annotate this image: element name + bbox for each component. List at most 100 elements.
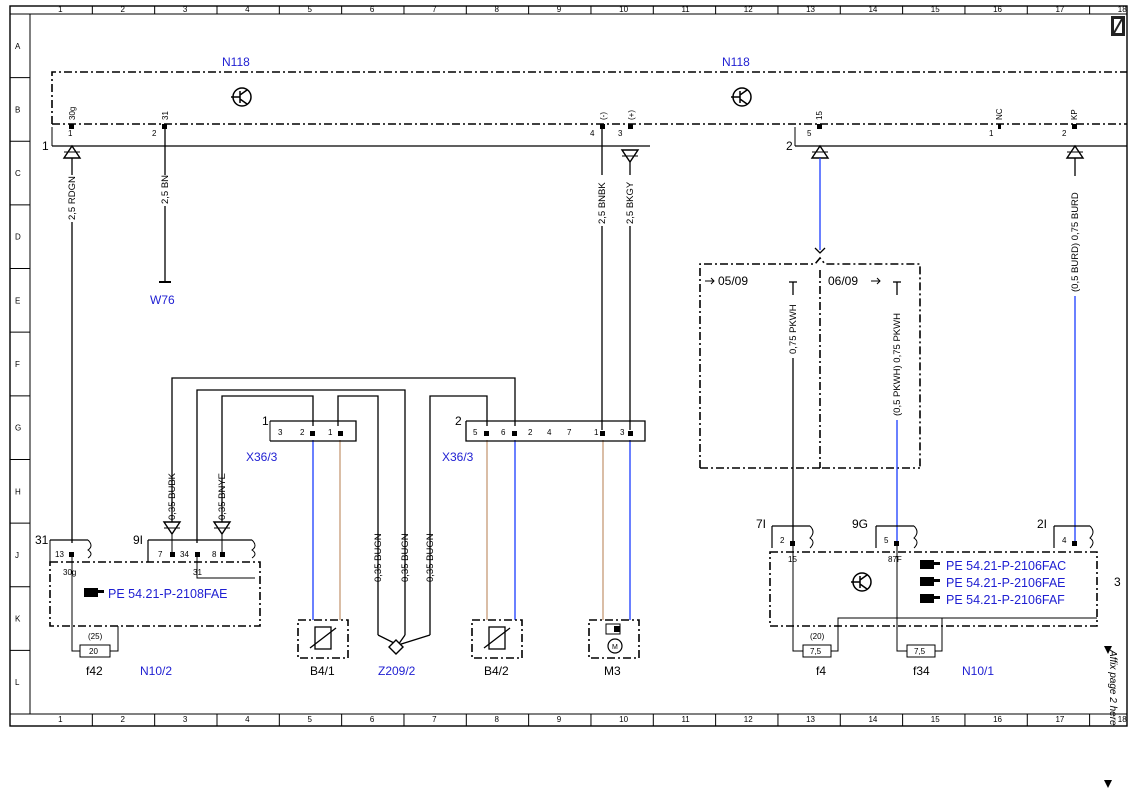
m3-label: M3 — [604, 664, 621, 678]
wire-label-pkwh-a: 0,75 PKWH — [788, 304, 799, 354]
pe-2108fae-text[interactable]: PE 54.21-P-2108FAE — [108, 587, 228, 601]
grid-column-label: 2 — [120, 5, 125, 14]
b4-1-sensor — [297, 619, 349, 659]
grid-column-label: 4 — [245, 5, 250, 14]
wires — [71, 129, 1076, 646]
grid-row-label: A — [15, 42, 21, 51]
wire-label-bugn3: 0,35 BUGN — [425, 533, 436, 582]
grid-column-label: 2 — [120, 715, 125, 724]
grid-column-label: 9 — [557, 715, 562, 724]
grid-column-label: 14 — [868, 715, 877, 724]
svg-text:7,5: 7,5 — [810, 647, 822, 656]
n10-1-label: N10/1 — [962, 664, 994, 678]
grid-column-label: 11 — [681, 5, 690, 14]
pe-2106-links[interactable]: PE 54.21-P-2106FAC PE 54.21-P-2106FAE PE… — [920, 559, 1066, 607]
svg-text:5: 5 — [807, 129, 812, 138]
svg-text:1: 1 — [42, 139, 49, 153]
grid-column-label: 7 — [432, 715, 437, 724]
grid-row-label: F — [15, 360, 20, 369]
svg-text:05/09: 05/09 — [718, 274, 748, 288]
f42-label: f42 — [86, 664, 103, 678]
svg-text:3: 3 — [618, 129, 623, 138]
grid-column-label: 4 — [245, 715, 250, 724]
affix-page-note: Affix page 2 here — [1107, 649, 1118, 726]
grid-row-label: H — [15, 487, 21, 496]
n118-module-outline — [51, 71, 1127, 124]
svg-text:2: 2 — [528, 428, 533, 437]
svg-text:06/09: 06/09 — [828, 274, 858, 288]
grid-column-label: 14 — [868, 5, 877, 14]
svg-text:(25): (25) — [88, 632, 103, 641]
b4-2-label: B4/2 — [484, 664, 509, 678]
svg-text:7: 7 — [567, 428, 572, 437]
pointing-hand-icon — [920, 560, 940, 603]
svg-text:NC: NC — [995, 108, 1004, 120]
fuse-f34: 7,5 — [906, 644, 936, 658]
grid-row-label: J — [15, 551, 19, 560]
svg-text:13: 13 — [55, 550, 64, 559]
n118-right-label: N118 — [722, 55, 750, 69]
page-corner-icon — [1111, 16, 1125, 36]
grid-column-label: 13 — [806, 5, 815, 14]
svg-text:KP: KP — [1070, 109, 1079, 120]
svg-text:6: 6 — [501, 428, 506, 437]
wire-label-burd: (0,5 BURD) 0,75 BURD — [1070, 192, 1081, 292]
svg-text:2: 2 — [455, 414, 462, 428]
f4-label: f4 — [816, 664, 826, 678]
z209-2-label: Z209/2 — [378, 664, 416, 678]
svg-text:30g: 30g — [63, 568, 76, 577]
grid-column-label: 6 — [370, 5, 375, 14]
svg-text:20: 20 — [89, 647, 98, 656]
svg-text:31: 31 — [161, 111, 170, 120]
svg-text:2: 2 — [1062, 129, 1067, 138]
svg-text:2: 2 — [152, 129, 157, 138]
pe-2106fae-text[interactable]: PE 54.21-P-2106FAE — [946, 576, 1066, 590]
svg-text:5: 5 — [473, 428, 478, 437]
wire-label-bubk: 0,35 BUBK — [167, 472, 178, 520]
grid-row-label: B — [15, 105, 20, 114]
x36-3-right-label: X36/3 — [442, 450, 474, 464]
grid-column-label: 8 — [494, 715, 499, 724]
svg-text:(20): (20) — [810, 632, 825, 641]
svg-text:31: 31 — [193, 568, 202, 577]
grid-column-label: 3 — [183, 5, 188, 14]
grid-row-label: L — [15, 678, 20, 687]
svg-text:(-): (-) — [599, 112, 608, 120]
n10-1-module: 7I 2 15 9G 5 87F 2I 4 — [756, 517, 1098, 652]
svg-text:7I: 7I — [756, 517, 766, 531]
wire-label-bkgy: 2,5 BKGY — [625, 181, 636, 224]
svg-text:3: 3 — [620, 428, 625, 437]
f34-label: f34 — [913, 664, 930, 678]
grid-row-label: E — [15, 296, 20, 305]
grid-column-label: 18 — [1118, 715, 1127, 724]
wire-label-bugn1: 0,35 BUGN — [373, 533, 384, 582]
svg-text:4: 4 — [547, 428, 552, 437]
grid-column-label: 3 — [183, 715, 188, 724]
svg-text:30g: 30g — [68, 107, 77, 120]
svg-text:9G: 9G — [852, 517, 868, 531]
svg-text:M: M — [612, 644, 618, 651]
pe-2106faf-text[interactable]: PE 54.21-P-2106FAF — [946, 593, 1065, 607]
grid-column-label: 16 — [993, 715, 1002, 724]
grid-column-label: 8 — [494, 5, 499, 14]
wire-label-bugn2: 0,35 BUGN — [400, 533, 411, 582]
wire-label-bn: 2,5 BN — [160, 175, 171, 204]
wire-label-bnbk: 2,5 BNBK — [597, 182, 608, 224]
pe-2106fac-text[interactable]: PE 54.21-P-2106FAC — [946, 559, 1066, 573]
b4-2-sensor — [471, 619, 523, 659]
transistor-icon — [851, 572, 872, 592]
svg-text:1: 1 — [989, 129, 994, 138]
x36-3-connector-left: 1 3 2 1 — [262, 414, 357, 442]
svg-text:31: 31 — [35, 533, 49, 547]
svg-text:1: 1 — [328, 428, 333, 437]
svg-text:4: 4 — [590, 129, 595, 138]
svg-text:2: 2 — [786, 139, 793, 153]
pe-2108fae-link[interactable]: PE 54.21-P-2108FAE — [84, 587, 228, 601]
grid-row-label: C — [15, 169, 21, 178]
grid-row-label: D — [15, 233, 21, 242]
svg-text:7,5: 7,5 — [914, 647, 926, 656]
svg-text:5: 5 — [884, 536, 889, 545]
